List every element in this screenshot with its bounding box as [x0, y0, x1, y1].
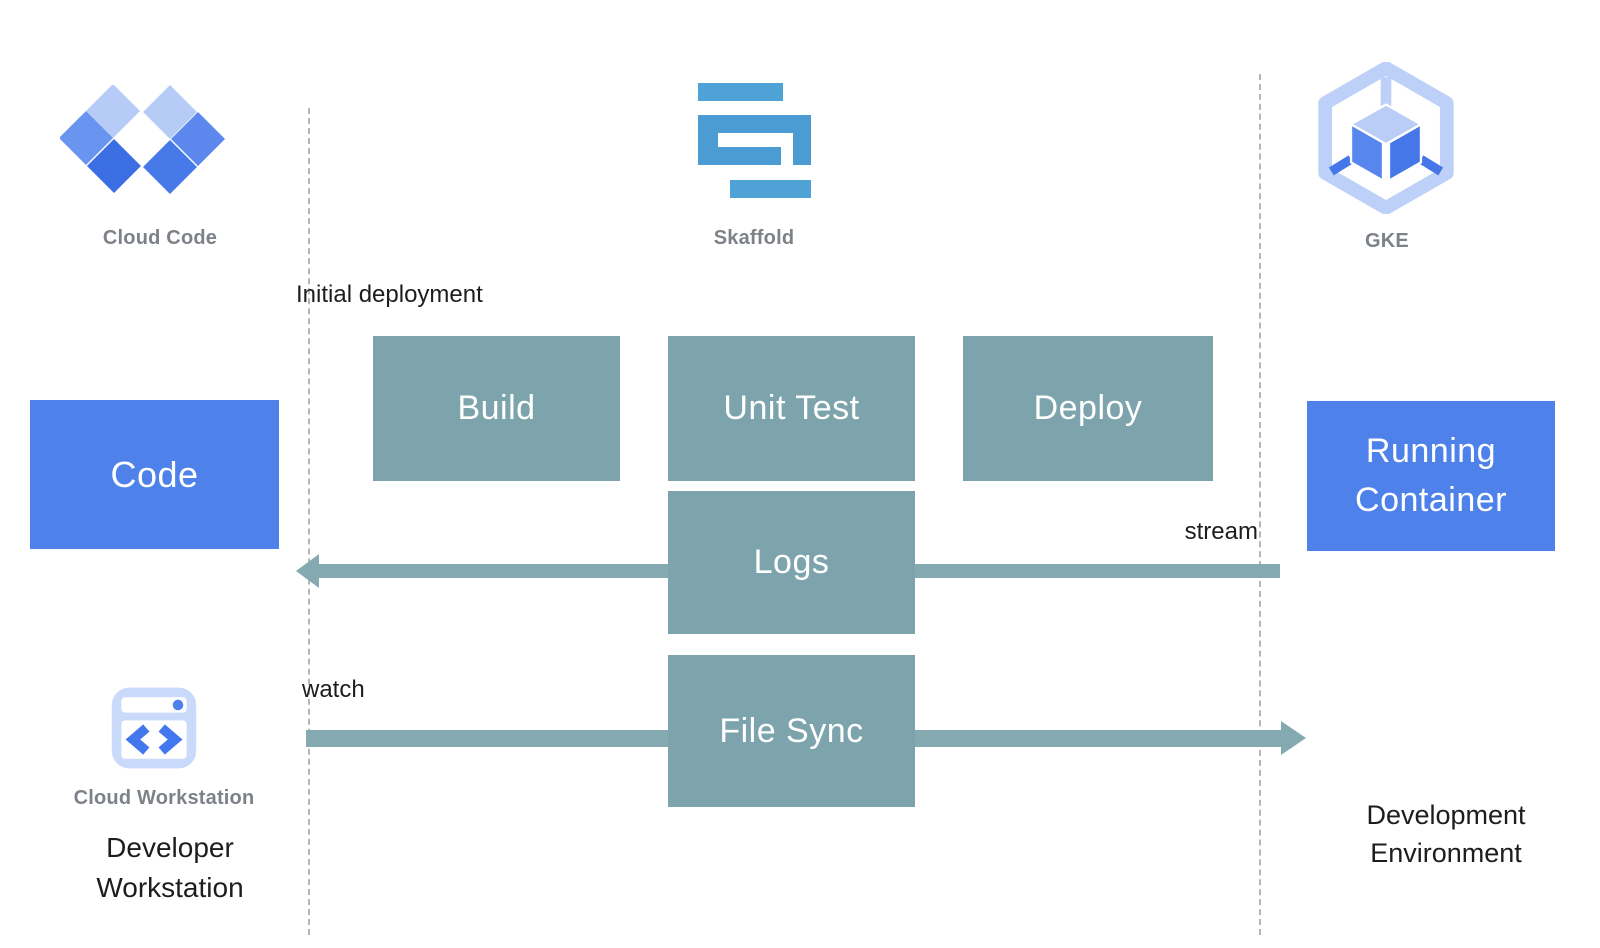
- watch-arrowhead: [1281, 721, 1306, 755]
- skaffold-icon: [698, 83, 811, 198]
- deploy-box-label: Deploy: [1033, 389, 1143, 427]
- right-lane-divider: [1259, 74, 1261, 935]
- watch-label: watch: [302, 676, 365, 703]
- left-lane-divider: [308, 108, 310, 935]
- cloud-code-icon: [60, 85, 225, 194]
- build-box-label: Build: [457, 389, 536, 427]
- development-environment-label: Development Environment: [1366, 800, 1526, 868]
- file-sync-box-label: File Sync: [719, 711, 864, 750]
- gke-label: GKE: [1365, 230, 1409, 252]
- running-container-box-label: Running Container: [1355, 431, 1507, 519]
- deploy-box: Deploy: [963, 336, 1213, 481]
- file-sync-box: File Sync: [668, 655, 915, 807]
- cloud-workstation-label: Cloud Workstation: [73, 787, 255, 809]
- unit-test-box: Unit Test: [668, 336, 915, 481]
- build-box: Build: [373, 336, 620, 481]
- logs-box-label: Logs: [753, 543, 830, 581]
- developer-workstation-label: Developer Workstation: [96, 832, 244, 903]
- code-box-label: Code: [110, 453, 199, 495]
- logs-box: Logs: [668, 491, 915, 634]
- cloud-workstation-icon: [111, 687, 197, 769]
- gke-icon: [1318, 62, 1454, 214]
- code-box: Code: [30, 400, 279, 549]
- stream-label: stream: [1184, 518, 1258, 545]
- stream-arrowhead: [296, 554, 319, 588]
- skaffold-label: Skaffold: [713, 227, 795, 249]
- unit-test-box-label: Unit Test: [723, 389, 860, 427]
- running-container-box: Running Container: [1307, 401, 1555, 551]
- initial-deployment-label: Initial deployment: [296, 281, 483, 308]
- cloud-code-label: Cloud Code: [102, 227, 218, 249]
